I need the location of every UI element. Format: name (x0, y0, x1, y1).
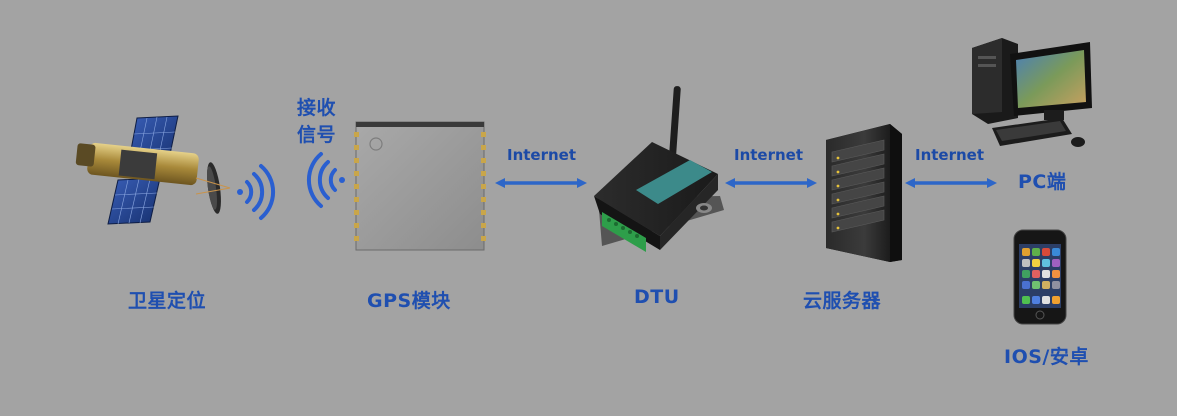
receive-signal-label-line1: 接收 (297, 97, 337, 119)
link-label-server-pc: Internet (915, 146, 985, 164)
dtu-label: DTU (634, 286, 680, 308)
gps-module-label: GPS模块 (367, 290, 451, 312)
link-label-module-dtu: Internet (507, 146, 577, 164)
server-rack-icon (826, 124, 902, 262)
cloud-server-label: 云服务器 (803, 290, 882, 312)
pc-label: PC端 (1018, 171, 1067, 193)
smartphone-icon (1013, 229, 1067, 325)
receive-signal-icon (306, 152, 345, 208)
link-label-dtu-server: Internet (734, 146, 804, 164)
satellite-label: 卫星定位 (128, 290, 207, 312)
wifi-signal-icon (237, 164, 276, 220)
satellite-icon (75, 115, 231, 225)
desktop-pc-icon (972, 38, 1092, 147)
receive-signal-label-line2: 信号 (297, 124, 337, 146)
dtu-device-icon (594, 86, 724, 252)
gps-module-icon (354, 121, 486, 251)
mobile-label: IOS/安卓 (1004, 346, 1089, 368)
